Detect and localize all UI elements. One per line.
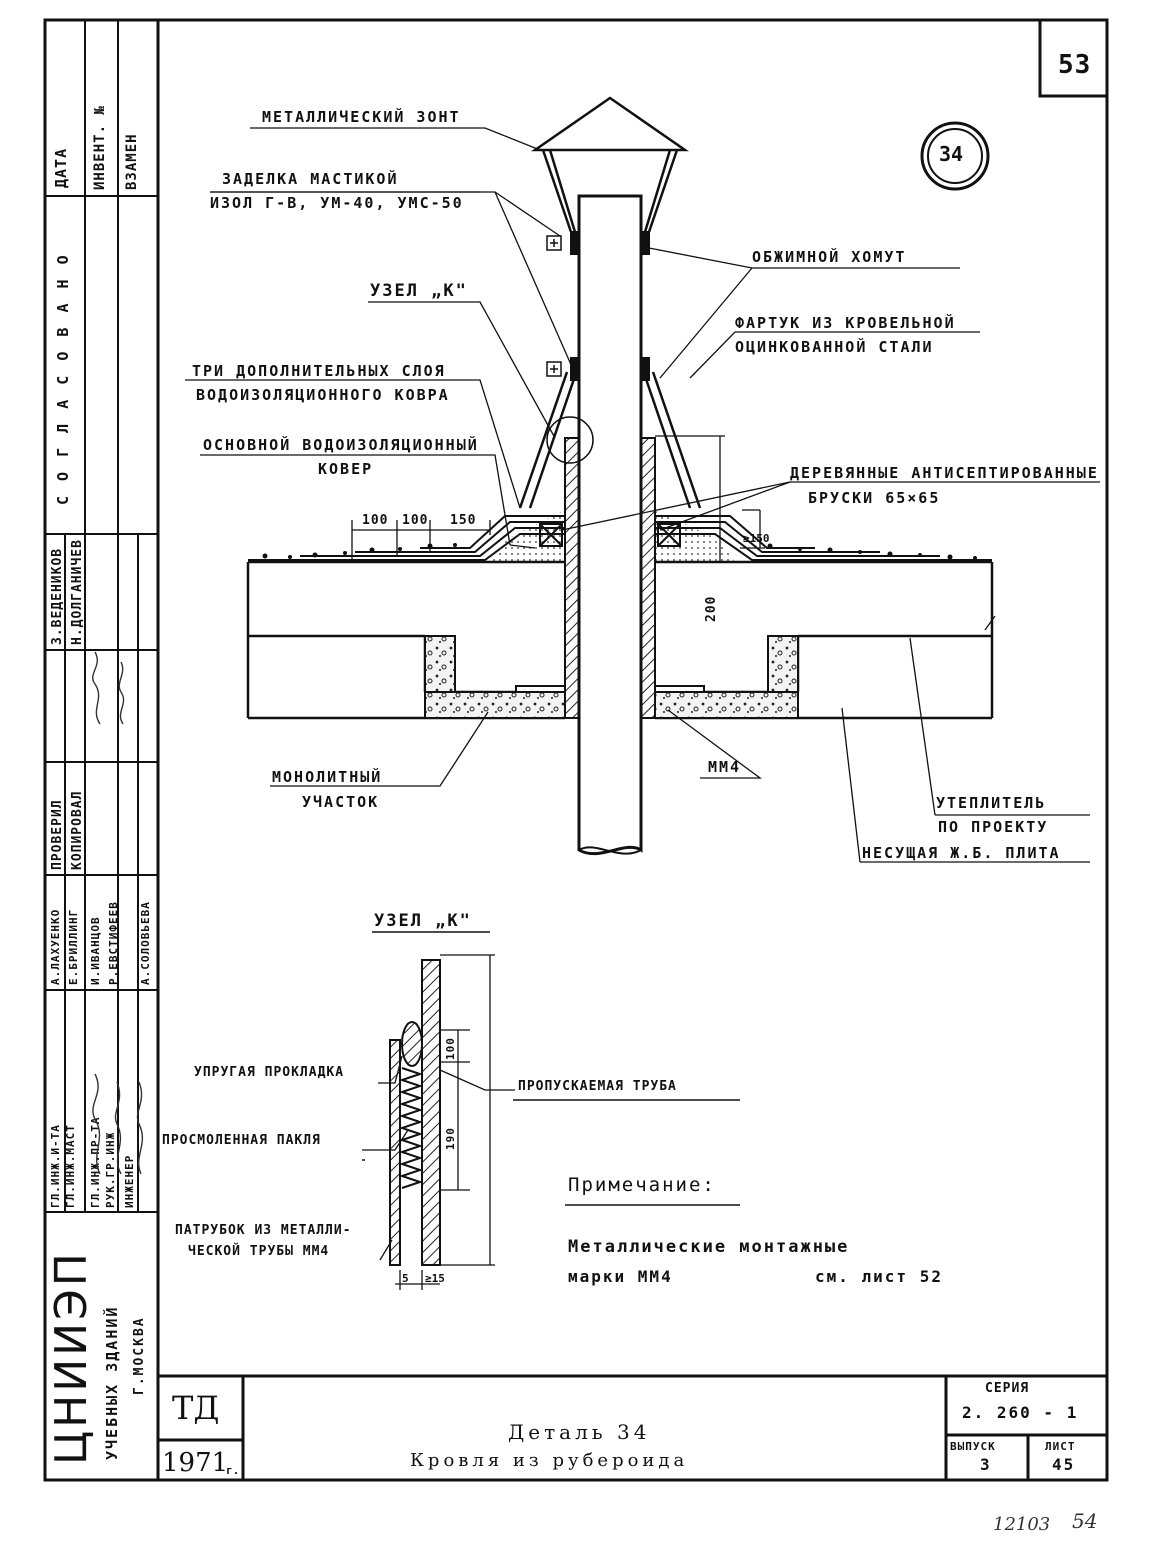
label-metal-umbrella: МЕТАЛЛИЧЕСКИЙ ЗОНТ [262,108,461,126]
node-k-sleeve-1: ПАТРУБОК ИЗ МЕТАЛЛИ- [175,1223,352,1238]
label-apron-1: ФАРТУК ИЗ КРОВЕЛЬНОЙ [735,314,956,332]
signature-marks [92,651,144,1175]
stamp-invent: ИНВЕНТ. № [92,105,108,190]
label-monolith-1: МОНОЛИТНЫЙ [272,768,383,786]
node-k-drawing [362,931,740,1290]
stamp-institute-3: Г.МОСКВА [132,1316,147,1395]
stamp-soglas: С О Г Л А С О В А Н О [54,252,72,505]
note-line-2a: марки ММ4 [568,1267,673,1286]
label-insulation-2: ПО ПРОЕКТУ [938,818,1049,836]
label-mm4: ММ4 [708,758,742,776]
title-line-1: Деталь 34 [508,1420,651,1444]
bottom-number-left: 12103 [993,1514,1051,1535]
issue-label: ВЫПУСК [950,1440,996,1453]
label-node-k: УЗЕЛ „К" [370,281,468,301]
stamp-institute: ЦНИИЭП [46,1250,97,1465]
label-mastic-1: ЗАДЕЛКА МАСТИКОЙ [222,170,399,188]
dim-min-150: ≥150 [743,532,770,545]
label-insulation-1: УТЕПЛИТЕЛЬ [936,794,1047,812]
node-k-gasket: УПРУГАЯ ПРОКЛАДКА [194,1065,345,1080]
label-slab: НЕСУЩАЯ Ж.Б. ПЛИТА [862,844,1061,862]
stamp-vzamen: ВЗАМЕН [124,133,140,190]
node-k-title: УЗЕЛ „К" [374,911,472,931]
label-apron-2: ОЦИНКОВАННОЙ СТАЛИ [735,338,934,356]
dim-200: 200 [704,595,719,622]
node-k-dim-190: 190 [444,1127,457,1150]
dim-100-a: 100 [362,513,389,528]
label-mastic-2: ИЗОЛ Г-В, УМ-40, УМС-50 [210,194,464,212]
node-k-dim-5: 5 [402,1272,409,1285]
roof-section [185,96,1100,863]
title-year-suffix: г. [226,1464,240,1477]
dim-100-b: 100 [402,513,429,528]
title-block-grid [158,1376,1107,1480]
series-value: 2. 260 - 1 [962,1403,1079,1422]
side-stamp-grid [45,20,158,1213]
label-three-layers-2: ВОДОИЗОЛЯЦИОННОГО КОВРА [196,386,450,404]
node-k-dim-100: 100 [444,1037,457,1060]
note-title: Примечание: [568,1174,716,1196]
detail-circle [920,121,990,191]
sheet-label: ЛИСТ [1045,1440,1076,1453]
node-k-tow: ПРОСМОЛЕННАЯ ПАКЛЯ [162,1133,321,1148]
stamp-institute-2: УЧЕБНЫХ ЗДАНИЙ [103,1305,121,1460]
sheet-number: 53 [1058,50,1092,80]
label-three-layers-1: ТРИ ДОПОЛНИТЕЛЬНЫХ СЛОЯ [192,362,446,380]
sheet-value: 45 [1052,1455,1076,1474]
stamp-date: ДАТА [52,147,70,188]
node-k-dim-15: ≥15 [425,1272,445,1285]
label-main-carpet-2: КОВЕР [318,460,374,478]
sheet-frame [43,18,1109,1482]
title-line-2: Кровля из рубероида [410,1450,689,1471]
label-main-carpet-1: ОСНОВНОЙ ВОДОИЗОЛЯЦИОННЫЙ [203,436,479,454]
sheet-number-box [1038,20,1107,98]
node-k-sleeve-2: ЧЕСКОЙ ТРУБЫ ММ4 [188,1244,330,1259]
note-line-1: Металлические монтажные [568,1237,850,1257]
bottom-number-right: 54 [1072,1509,1098,1533]
title-year: 1971 [162,1448,229,1478]
label-wood-bars-1: ДЕРЕВЯННЫЕ АНТИСЕПТИРОВАННЫЕ [790,464,1099,482]
node-k-pipe: ПРОПУСКАЕМАЯ ТРУБА [518,1079,677,1094]
label-clamp: ОБЖИМНОЙ ХОМУТ [752,248,907,266]
note-line-2b: см. лист 52 [815,1267,943,1286]
label-monolith-2: УЧАСТОК [302,793,380,811]
issue-value: 3 [980,1455,992,1474]
label-wood-bars-2: БРУСКИ 65×65 [808,489,941,507]
detail-number: 34 [939,142,964,166]
dim-150: 150 [450,513,477,528]
series-label: СЕРИЯ [985,1381,1030,1396]
title-org: ТД [172,1389,220,1427]
